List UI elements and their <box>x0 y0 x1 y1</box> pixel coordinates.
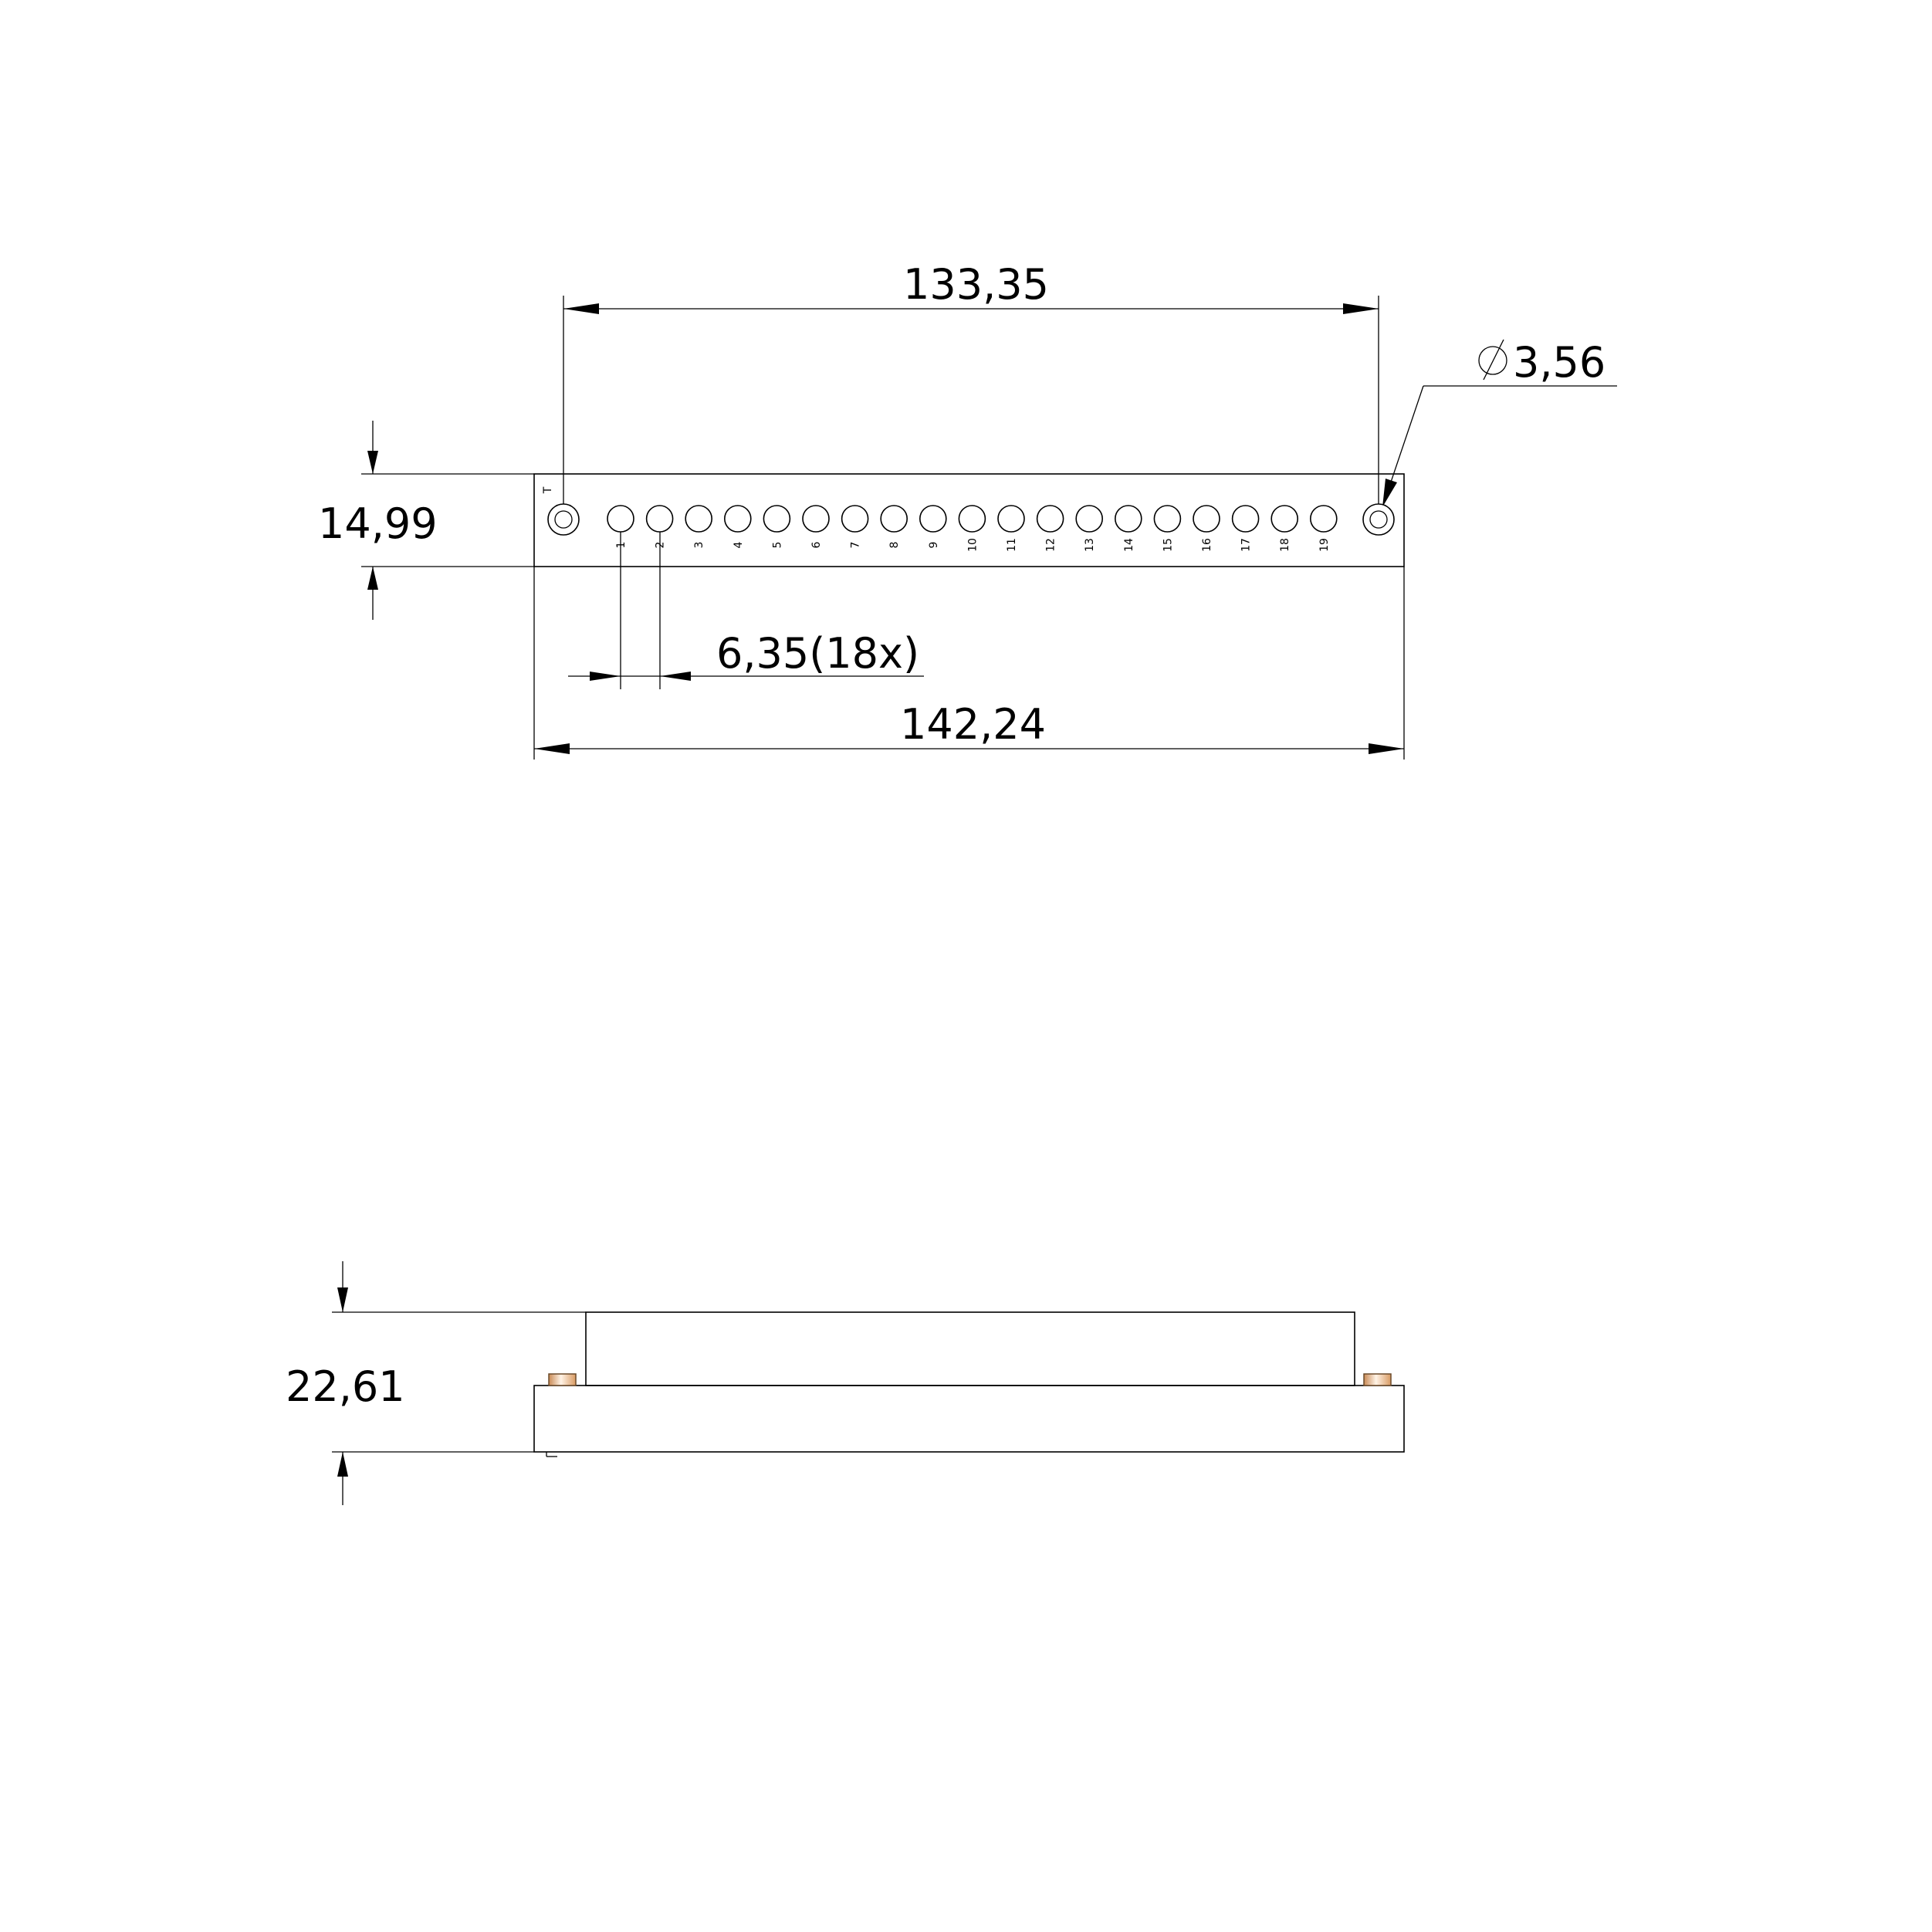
contact-hole-6 <box>802 505 830 533</box>
hole-diameter-callout: 3,56 <box>1382 338 1617 508</box>
contact-number-8: 8 <box>888 542 901 549</box>
top-view: 14,99 133,35 3,56 <box>318 260 1617 760</box>
contact-number-16: 16 <box>1201 538 1213 552</box>
contact-hole-2 <box>645 505 674 533</box>
pitch-dimension-text: 6,35(18x) <box>716 629 919 678</box>
contact-hole-12 <box>1036 505 1064 533</box>
side-view: 22,61 <box>286 1261 1405 1505</box>
contact-hole-19 <box>1310 505 1338 533</box>
contact-number-13: 13 <box>1084 538 1096 552</box>
mount-hole-spacing-text: 133,35 <box>903 260 1049 309</box>
contact-number-19: 19 <box>1318 538 1331 552</box>
contact-hole-13 <box>1075 505 1103 533</box>
contact-number-9: 9 <box>928 542 940 549</box>
contact-number-7: 7 <box>850 542 862 549</box>
contact-number-5: 5 <box>771 542 783 549</box>
contact-number-6: 6 <box>810 541 823 548</box>
contact-number-18: 18 <box>1279 538 1291 552</box>
mount-pin-right <box>1363 1373 1392 1386</box>
test-pin-label: T <box>542 486 554 494</box>
contact-number-1: 1 <box>615 542 628 549</box>
contact-hole-11 <box>997 505 1025 533</box>
contact-hole-14 <box>1115 505 1142 533</box>
contact-hole-17 <box>1231 505 1260 533</box>
height-dimension-text: 14,99 <box>318 499 438 548</box>
overall-width-text: 142,24 <box>900 700 1046 749</box>
contact-number-14: 14 <box>1123 538 1135 552</box>
contact-number-3: 3 <box>693 542 705 549</box>
contact-number-10: 10 <box>966 538 979 552</box>
contact-hole-3 <box>685 505 713 533</box>
height-dimension: 14,99 <box>318 421 438 620</box>
connector-body-outline <box>585 1311 1355 1386</box>
mount-hole-left <box>547 503 580 536</box>
hole-diameter-text: 3,56 <box>1513 338 1605 387</box>
connector-plate-outline <box>533 473 1405 567</box>
contact-hole-5 <box>763 505 791 533</box>
contact-hole-10 <box>958 505 986 533</box>
contact-number-12: 12 <box>1045 538 1057 552</box>
contact-hole-4 <box>723 505 752 533</box>
diameter-symbol-icon <box>1478 339 1507 381</box>
contact-hole-9 <box>919 505 947 533</box>
contact-hole-7 <box>841 505 869 533</box>
connector-base-outline <box>533 1385 1405 1453</box>
mount-hole-spacing-dimension: 133,35 <box>563 260 1379 519</box>
contact-hole-18 <box>1271 505 1298 533</box>
overall-height-dimension: 22,61 <box>286 1261 405 1505</box>
contact-hole-8 <box>880 505 908 533</box>
contact-number-15: 15 <box>1162 538 1174 552</box>
pitch-dimension: 6,35(18x) <box>568 532 924 689</box>
contact-number-17: 17 <box>1240 538 1253 552</box>
contact-hole-1 <box>607 505 634 533</box>
overall-width-dimension: 142,24 <box>533 567 1405 760</box>
contact-number-11: 11 <box>1006 538 1018 552</box>
contact-hole-16 <box>1193 505 1220 533</box>
overall-height-text: 22,61 <box>286 1362 405 1411</box>
mount-pin-left <box>548 1373 577 1386</box>
contact-number-4: 4 <box>733 541 745 548</box>
mount-hole-right <box>1362 503 1395 536</box>
contact-hole-15 <box>1153 505 1182 533</box>
